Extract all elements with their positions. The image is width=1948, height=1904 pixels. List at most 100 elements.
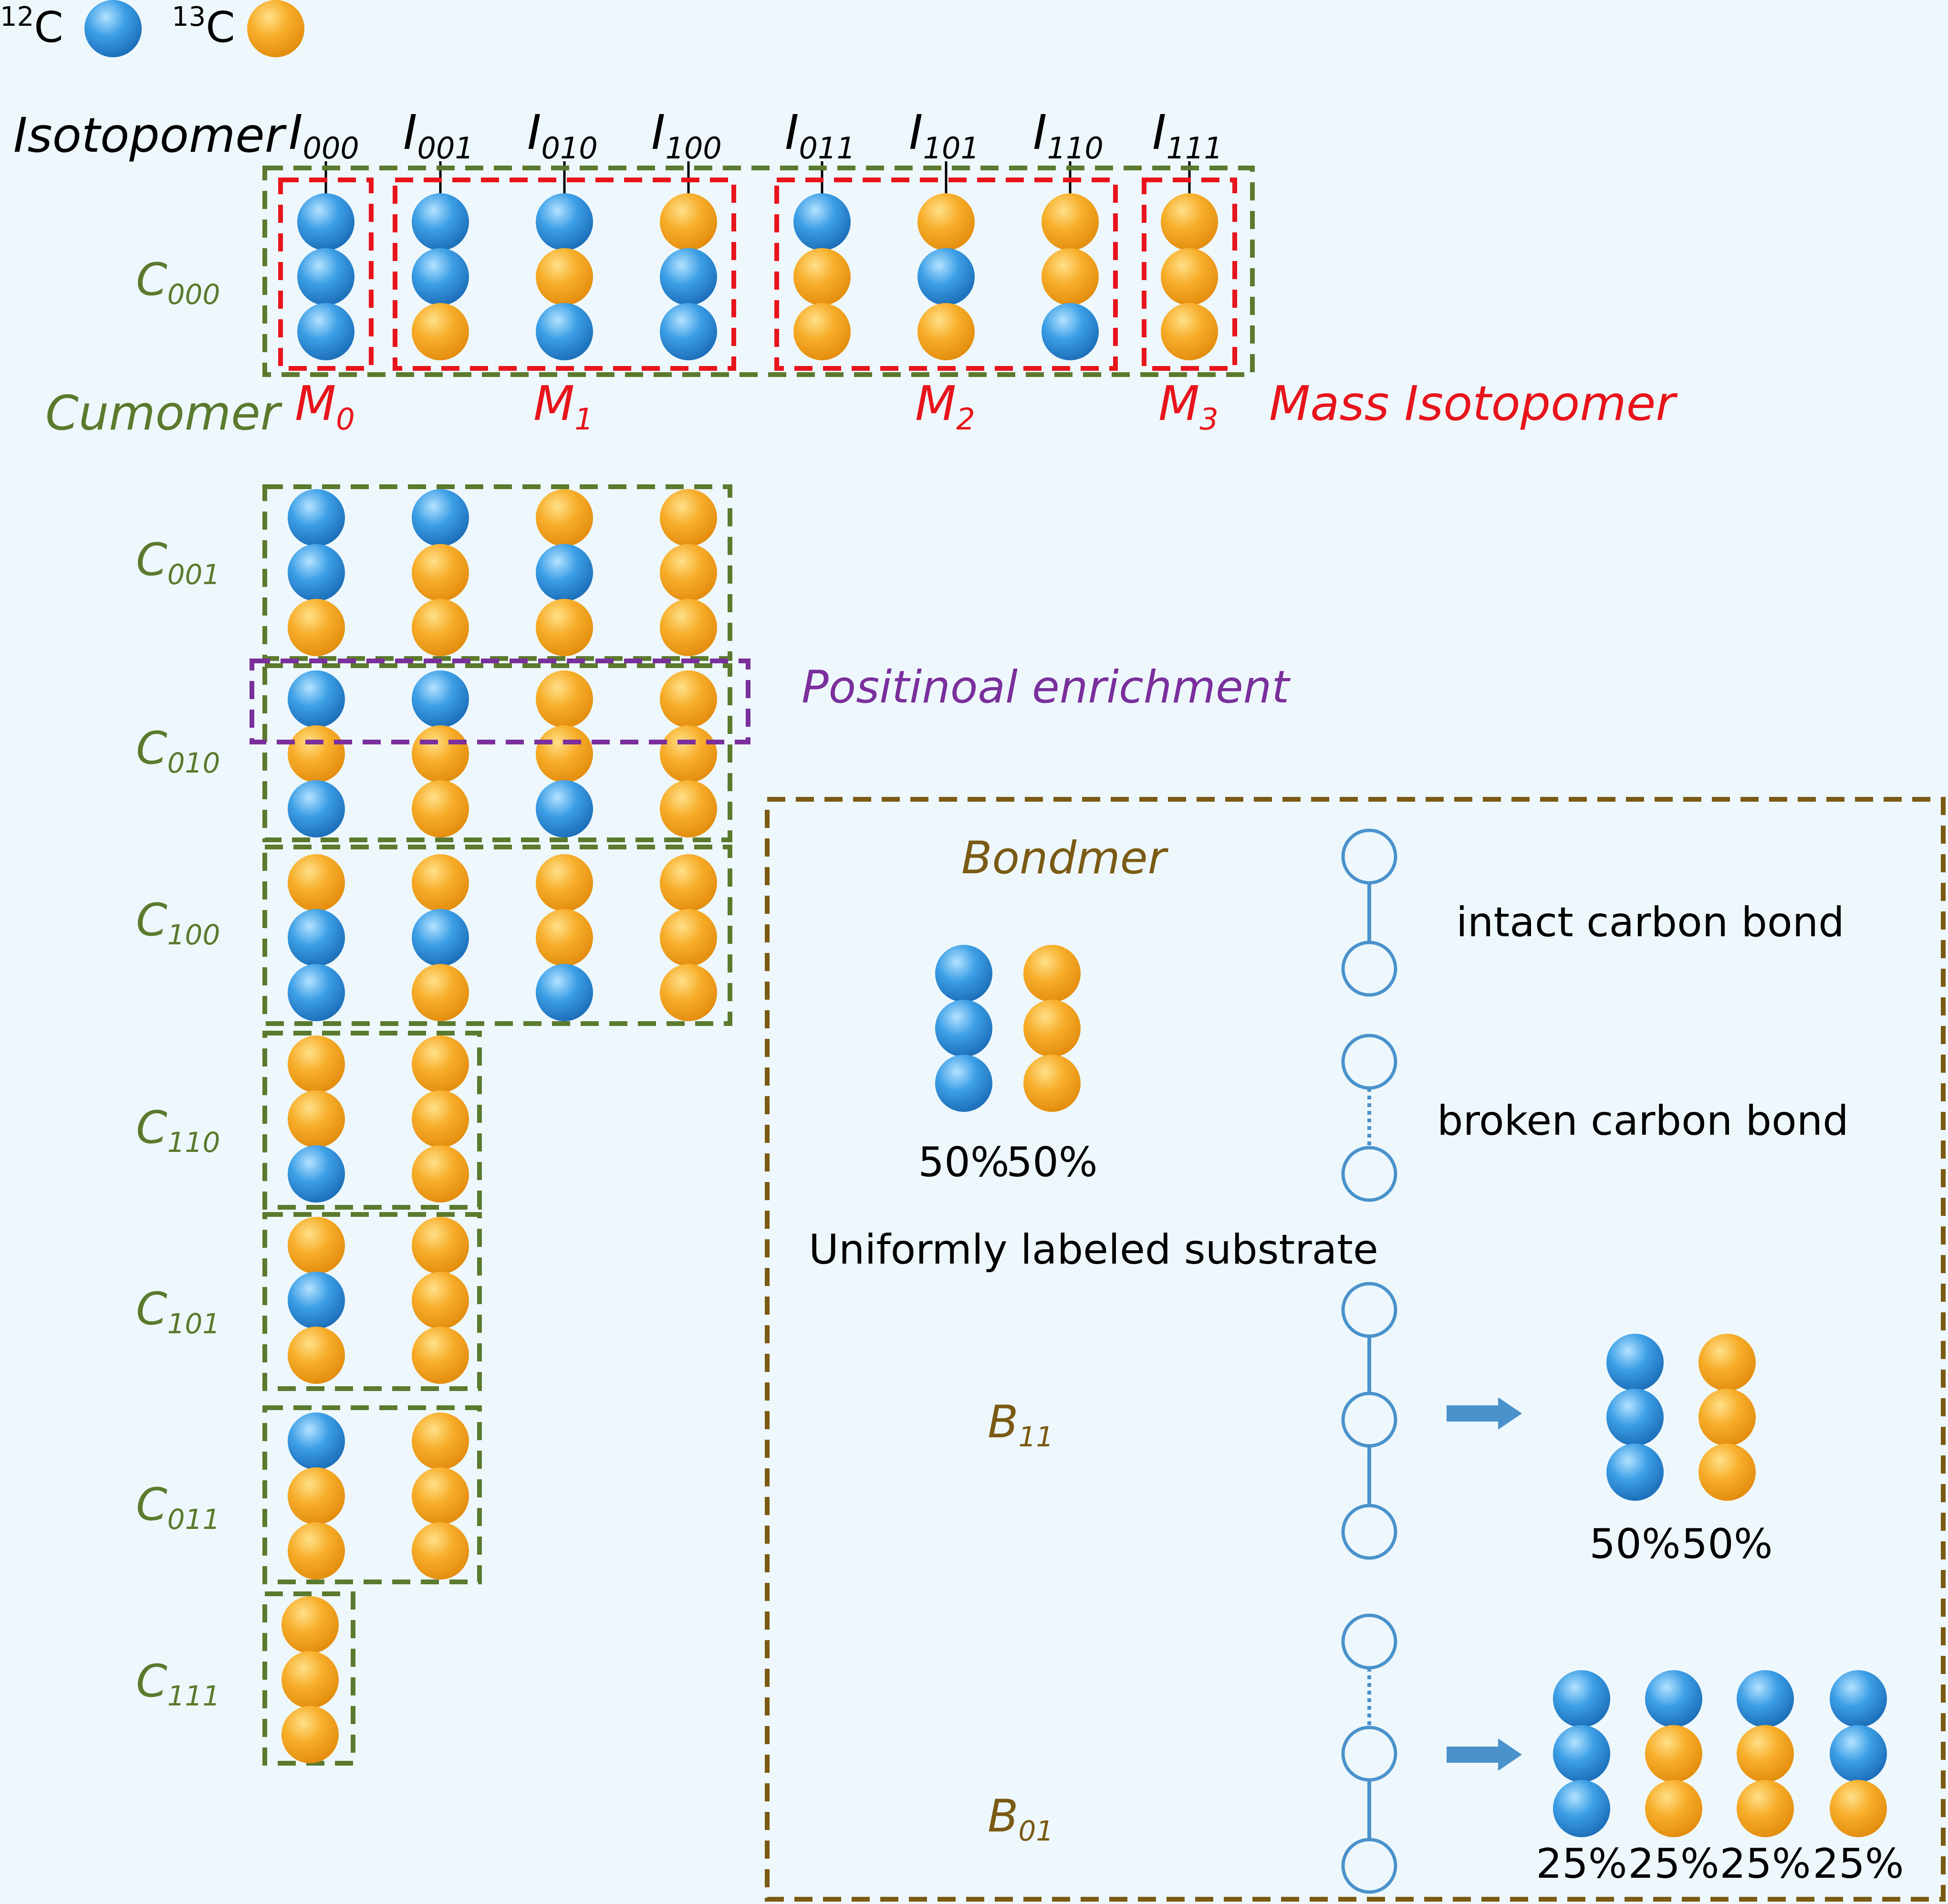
carbon13-atom — [536, 670, 593, 728]
carbon12-atom — [288, 670, 345, 728]
molecule — [297, 193, 354, 360]
carbon12-atom — [1606, 1444, 1664, 1501]
carbon13-atom — [412, 1467, 469, 1525]
molecule — [660, 193, 717, 360]
carbon13-atom — [536, 248, 593, 305]
molecule — [536, 489, 593, 656]
carbon13-atom — [660, 670, 717, 728]
percentage-label: 25% — [1536, 1840, 1627, 1888]
molecule — [917, 193, 975, 360]
legend: 12C 13C — [0, 0, 304, 57]
molecule — [1737, 1670, 1794, 1837]
carbon13-atom — [1645, 1725, 1702, 1782]
carbon-node-icon — [1341, 1146, 1397, 1202]
carbon13-atom — [536, 599, 593, 656]
percentage-label: 25% — [1719, 1840, 1811, 1888]
isotopomer-label: I011 — [785, 105, 855, 166]
cumomer-label: C010 — [136, 722, 220, 779]
carbon13-atom — [1698, 1334, 1756, 1391]
cumomer-box — [262, 166, 1255, 377]
molecule — [288, 1036, 345, 1203]
carbon13-atom — [412, 1327, 469, 1384]
carbon12-atom — [297, 248, 354, 305]
molecule — [412, 854, 469, 1021]
cumomer-label: C110 — [136, 1102, 220, 1159]
cumomer-box — [262, 845, 732, 1026]
carbon12-icon — [84, 0, 142, 57]
carbon12-atom — [297, 193, 354, 251]
carbon13-atom — [1042, 248, 1099, 305]
cumomer-label: C001 — [136, 534, 220, 591]
percentage-label: 50% — [1006, 1139, 1097, 1186]
carbon13-icon — [247, 0, 304, 57]
molecule — [1698, 1334, 1756, 1501]
isotopomer-label: I100 — [651, 105, 722, 166]
isotopomer-label: I010 — [527, 105, 598, 166]
percentage-label: 50% — [1589, 1520, 1680, 1568]
carbon13-atom — [1023, 945, 1081, 1002]
carbon12-atom — [935, 1055, 992, 1112]
carbon13-atom — [412, 544, 469, 601]
carbon13-atom — [660, 193, 717, 251]
carbon12-atom — [412, 909, 469, 966]
molecule — [281, 1596, 339, 1763]
carbon13-atom — [536, 909, 593, 966]
carbon13-atom — [288, 1327, 345, 1384]
carbon12-atom — [288, 1412, 345, 1470]
molecule — [288, 1217, 345, 1384]
molecule — [412, 193, 469, 360]
molecule — [1042, 193, 1099, 360]
mass-isotopomer-label: M1 — [533, 376, 594, 437]
carbon13-atom — [412, 1090, 469, 1148]
carbon12-atom — [288, 780, 345, 837]
isotopomer-label: I111 — [1152, 105, 1223, 166]
carbon12-atom — [660, 248, 717, 305]
molecule — [288, 670, 345, 837]
broken-bond-label: broken carbon bond — [1437, 1097, 1849, 1145]
bondmer-label: B01 — [988, 1790, 1053, 1847]
carbon13-atom — [793, 248, 851, 305]
carbon12-atom — [1553, 1780, 1610, 1837]
carbon12-atom — [660, 303, 717, 360]
cumomer-label: C100 — [136, 894, 220, 951]
carbon13-atom — [412, 1145, 469, 1203]
carbon13-atom — [1737, 1725, 1794, 1782]
carbon12-atom — [288, 1272, 345, 1329]
cumomer-label: C000 — [136, 254, 220, 311]
molecule — [536, 670, 593, 837]
carbon13-atom — [412, 1412, 469, 1470]
carbon13-atom — [281, 1596, 339, 1653]
carbon13-atom — [412, 854, 469, 911]
bondmer-panel: Bondmer intact carbon bond broken carbon… — [765, 797, 1946, 1902]
molecule — [412, 670, 469, 837]
carbon13-atom — [917, 193, 975, 251]
molecule — [660, 854, 717, 1021]
isotopomer-label: I110 — [1033, 105, 1104, 166]
carbon12-atom — [1737, 1670, 1794, 1727]
carbon13-atom — [412, 1036, 469, 1093]
carbon12-atom — [288, 489, 345, 546]
cumomer-box — [262, 1031, 482, 1210]
carbon12-atom — [297, 303, 354, 360]
carbon13-atom — [412, 1272, 469, 1329]
carbon13-atom — [288, 1522, 345, 1580]
carbon12-atom — [793, 193, 851, 251]
mass-isotopomer-box — [278, 178, 374, 371]
carbon13-atom — [288, 1036, 345, 1093]
isotopomer-label: I101 — [909, 105, 979, 166]
carbon13-atom — [1161, 248, 1218, 305]
mass-isotopomer-heading: Mass Isotopomer — [1269, 376, 1678, 431]
carbon-node-icon — [1341, 1504, 1397, 1560]
carbon13-atom — [412, 780, 469, 837]
carbon12-atom — [917, 248, 975, 305]
carbon13-atom — [288, 1467, 345, 1525]
carbon13-atom — [536, 489, 593, 546]
cumomer-box — [262, 1591, 355, 1766]
carbon13-atom — [1737, 1780, 1794, 1837]
molecule — [288, 1412, 345, 1580]
mass-isotopomer-box — [774, 178, 1118, 371]
carbon12-atom — [536, 303, 593, 360]
molecule — [1645, 1670, 1702, 1837]
carbon13-atom — [412, 599, 469, 656]
